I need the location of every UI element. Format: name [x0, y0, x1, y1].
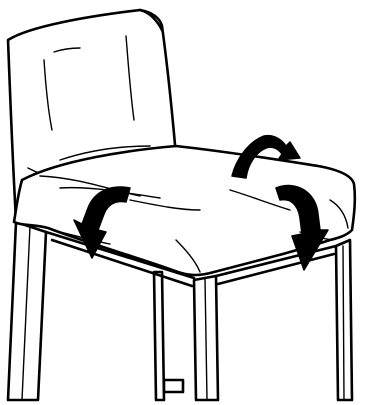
fold-arrow-right-icon	[275, 184, 329, 271]
front-left-leg	[6, 220, 48, 402]
front-right-leg	[192, 274, 220, 402]
fold-arrow-left-icon	[73, 186, 131, 259]
lower-rail	[162, 378, 185, 394]
back-right-leg	[334, 238, 354, 402]
stool-frame	[6, 220, 354, 402]
fold-arrows	[73, 134, 329, 271]
fold-arrow-top-icon	[231, 134, 301, 179]
back-left-leg	[152, 270, 166, 402]
